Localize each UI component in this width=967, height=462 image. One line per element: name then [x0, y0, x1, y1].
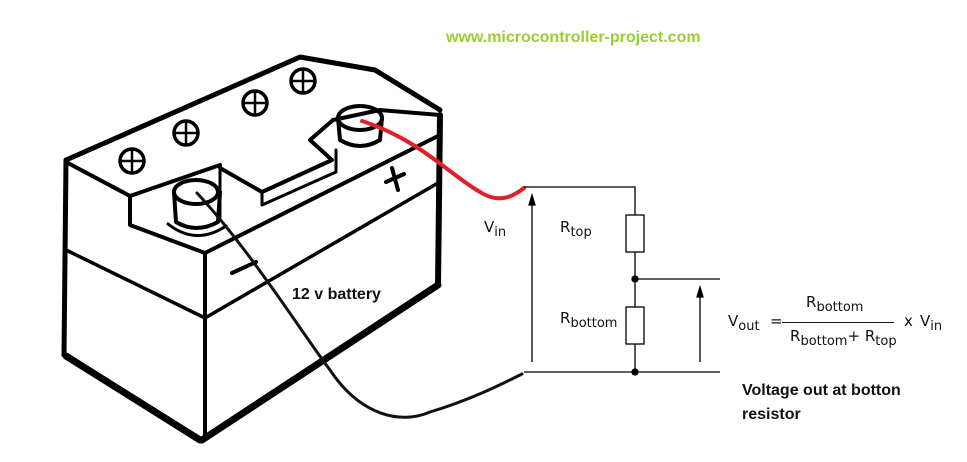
- negative-terminal: [166, 178, 228, 237]
- vout-sub: out: [738, 319, 760, 334]
- num-main: R: [806, 293, 817, 311]
- minus-icon: [230, 260, 258, 275]
- positive-terminal: [336, 104, 384, 148]
- plus-icon: [384, 166, 406, 192]
- rtop-sub: top: [570, 225, 592, 240]
- battery-label: 12 v battery: [292, 286, 381, 303]
- battery-left-edge: [61, 157, 69, 358]
- rbottom-label: Rbottom: [560, 309, 617, 331]
- rhs-sub: in: [930, 319, 943, 334]
- fraction-bar: [782, 322, 894, 323]
- formula-lhs: Vout: [728, 312, 760, 334]
- cell-cap-icon: [241, 89, 269, 117]
- battery-lid-outline: [63, 54, 443, 163]
- formula-equals: =: [770, 312, 783, 330]
- den-a-main: R: [790, 327, 801, 345]
- vin-arrow-head: [528, 192, 536, 206]
- rbottom-main: R: [560, 309, 571, 327]
- battery-lid-bottom-band: [128, 134, 440, 255]
- battery-right-edge: [435, 112, 443, 288]
- rbottom-sub: bottom: [570, 316, 618, 331]
- vin-sub: in: [494, 225, 507, 240]
- formula-numerator: Rbottom: [806, 293, 863, 315]
- positive-wire: [360, 119, 526, 201]
- rtop-label: Rtop: [560, 218, 592, 240]
- formula-times: x: [904, 312, 913, 330]
- battery-bottom-right-edge: [198, 281, 442, 444]
- battery-band-right: [203, 181, 440, 320]
- resistor-bottom: [625, 306, 645, 345]
- vin-label: Vin: [484, 218, 506, 240]
- cell-cap-icon: [172, 119, 200, 147]
- formula-denominator: Rbottom+ Rtop: [790, 327, 897, 349]
- den-plus: +: [847, 327, 861, 345]
- battery-lid-front-left: [64, 160, 132, 198]
- resistor-top: [625, 214, 645, 253]
- rtop-main: R: [560, 218, 571, 236]
- website-url: www.microcontroller-project.com: [446, 29, 701, 46]
- battery-illustration: [61, 54, 443, 444]
- voltage-divider-circuit: [524, 186, 720, 376]
- node-bottom: [631, 368, 639, 376]
- vout-arrow-head: [696, 284, 704, 298]
- den-b-main: R: [864, 327, 876, 345]
- vout-main: V: [728, 312, 739, 330]
- num-sub: bottom: [816, 300, 864, 315]
- formula-rhs: Vin: [920, 312, 942, 334]
- battery-band-left: [64, 248, 207, 320]
- battery-lid-step: [128, 118, 335, 198]
- vin-main: V: [484, 218, 495, 236]
- cell-caps: [118, 67, 317, 175]
- negative-wire: [195, 191, 524, 419]
- den-b-sub: top: [875, 334, 897, 349]
- top-rail: [524, 186, 636, 215]
- battery-lid-right-band: [331, 108, 442, 122]
- den-a-sub: bottom: [800, 334, 848, 349]
- cell-cap-icon: [289, 67, 317, 95]
- cell-cap-icon: [118, 147, 146, 175]
- rhs-main: V: [920, 312, 931, 330]
- battery-step-front: [260, 148, 338, 207]
- battery-bottom-left-edge: [62, 352, 204, 444]
- node-mid: [631, 275, 639, 283]
- output-note: Voltage out at botton resistor: [742, 382, 901, 423]
